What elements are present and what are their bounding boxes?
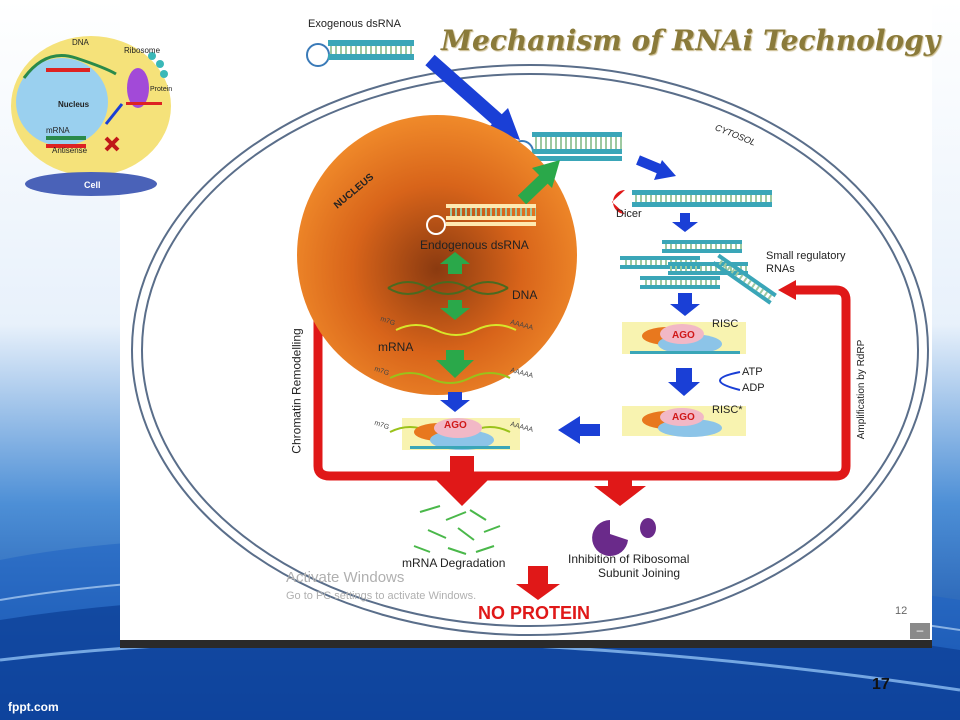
brand-label: fppt.com bbox=[8, 700, 59, 714]
slide-number: 17 bbox=[872, 676, 890, 693]
blue-arrow-down-4 bbox=[440, 392, 470, 412]
label-small-rnas-2: RNAs bbox=[766, 263, 795, 275]
label-ago-target: AGO bbox=[444, 420, 467, 431]
activate-windows-subtitle: Go to PC settings to activate Windows. bbox=[286, 590, 477, 602]
cell-thumbnail bbox=[11, 36, 171, 196]
label-ago-risc: AGO bbox=[672, 330, 695, 341]
thumb-label-protein: Protein bbox=[150, 86, 173, 93]
label-mrna: mRNA bbox=[378, 340, 414, 354]
thumb-label-nucleus: Nucleus bbox=[58, 100, 90, 109]
risc-star-complex bbox=[622, 406, 746, 437]
mrna-fragments bbox=[413, 505, 501, 555]
risc-complex bbox=[622, 322, 746, 354]
cell-membrane-outer bbox=[131, 64, 929, 636]
label-amplification: Amplification by RdRP bbox=[856, 339, 868, 440]
green-arrow-down-1 bbox=[440, 300, 470, 320]
dicer bbox=[612, 190, 772, 214]
ribosome-subunit bbox=[592, 518, 656, 556]
blue-arrow-down-2 bbox=[670, 293, 700, 316]
thumb-label-dna: DNA bbox=[72, 38, 89, 47]
red-arrow-head-right bbox=[778, 280, 796, 300]
mrna-wave-1 bbox=[395, 324, 517, 336]
nucleus bbox=[297, 115, 577, 395]
activate-windows-title: Activate Windows bbox=[286, 569, 405, 586]
inner-page-number: 12 bbox=[895, 605, 908, 617]
label-risc-star: RISC* bbox=[712, 404, 743, 416]
dna-helix bbox=[387, 281, 509, 295]
label-adp: ADP bbox=[742, 382, 765, 394]
red-arrow-degradation bbox=[434, 456, 490, 506]
blue-arrow-left bbox=[558, 416, 600, 444]
label-no-protein: NO PROTEIN bbox=[478, 603, 591, 623]
exogenous-dsrna bbox=[306, 40, 414, 67]
blue-arrow-down-3 bbox=[668, 368, 700, 396]
panel-bottom-bar bbox=[120, 640, 932, 648]
label-ago-risc-star: AGO bbox=[672, 412, 695, 423]
blue-arrow-down-1 bbox=[672, 213, 698, 232]
label-dna: DNA bbox=[512, 288, 538, 302]
thumb-label-antisense: Antisense bbox=[52, 146, 88, 155]
label-dicer: Dicer bbox=[616, 208, 642, 220]
red-arrow-no-protein bbox=[516, 566, 560, 600]
label-mrna-degradation: mRNA Degradation bbox=[402, 556, 506, 570]
mrna-wave-2 bbox=[389, 372, 511, 384]
label-inhibition-1: Inhibition of Ribosomal bbox=[568, 552, 690, 566]
cell-membrane-inner bbox=[141, 73, 919, 627]
green-arrow-out bbox=[517, 160, 560, 205]
target-ago-complex bbox=[389, 418, 520, 450]
red-arrow-inhibition bbox=[594, 476, 646, 506]
green-arrow-down-2 bbox=[436, 350, 474, 378]
label-exogenous-dsrna: Exogenous dsRNA bbox=[308, 18, 401, 30]
thumb-label-cell: Cell bbox=[84, 180, 101, 190]
label-small-rnas-1: Small regulatory bbox=[766, 250, 846, 262]
thumb-label-ribosome: Ribosome bbox=[124, 46, 161, 55]
green-arrow-up bbox=[440, 252, 470, 274]
small-rnas bbox=[620, 240, 777, 305]
minimize-button[interactable]: – bbox=[910, 623, 930, 639]
label-chromatin-remodelling: Chromatin Remodelling bbox=[289, 328, 304, 454]
slide-title: Mechanism of RNAi Technology bbox=[441, 24, 940, 57]
blue-arrow-to-dicer bbox=[636, 155, 676, 180]
atp-curve bbox=[719, 371, 741, 391]
label-atp: ATP bbox=[742, 366, 763, 378]
endogenous-dsrna bbox=[426, 204, 536, 235]
thumb-label-mrna: mRNA bbox=[46, 126, 70, 135]
label-endogenous-dsrna: Endogenous dsRNA bbox=[420, 238, 529, 252]
label-risc: RISC bbox=[712, 318, 739, 330]
label-inhibition-2: Subunit Joining bbox=[598, 566, 681, 580]
